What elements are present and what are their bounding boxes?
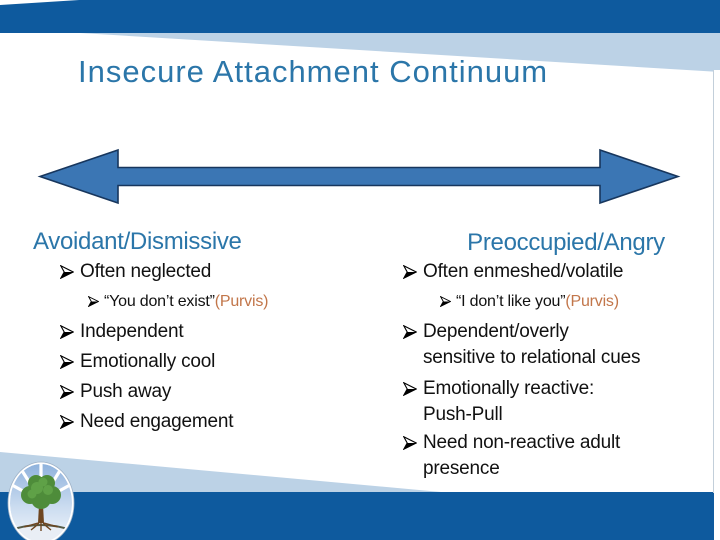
bullet-text: Dependent/overly sensitive to relational… bbox=[423, 321, 641, 368]
slide-title: Insecure Attachment Continuum bbox=[78, 54, 549, 89]
arrowhead-bullet-icon bbox=[60, 265, 74, 279]
bullet-item: Emotionally reactive: Push-Pull bbox=[403, 376, 594, 428]
bullet-item: “You don’t exist” (Purvis) bbox=[88, 292, 268, 312]
bullet-text: Need engagement bbox=[80, 411, 234, 432]
citation-source: (Purvis) bbox=[565, 293, 619, 310]
top-blue-band bbox=[0, 0, 720, 33]
arrowhead-bullet-icon bbox=[403, 436, 417, 450]
left-column-heading: Avoidant/Dismissive bbox=[33, 228, 242, 255]
bullet-item: “I don’t like you” (Purvis) bbox=[440, 292, 619, 312]
arrowhead-bullet-icon bbox=[60, 385, 74, 399]
bullet-item: Often enmeshed/volatile bbox=[403, 259, 624, 285]
bullet-item: Dependent/overly sensitive to relational… bbox=[403, 319, 640, 371]
bullet-item: Need non-reactive adult presence bbox=[403, 430, 620, 482]
citation-source: (Purvis) bbox=[214, 293, 269, 310]
right-column-heading: Preoccupied/Angry bbox=[467, 229, 665, 256]
arrowhead-bullet-icon bbox=[60, 325, 74, 339]
bullet-item: Emotionally cool bbox=[60, 349, 215, 375]
bullet-quote-text: “I don’t like you” bbox=[456, 293, 566, 310]
arrowhead-bullet-icon bbox=[403, 382, 417, 396]
bullet-text: Independent bbox=[80, 321, 184, 342]
bullet-text: Often enmeshed/volatile bbox=[423, 261, 624, 282]
bullet-item: Push away bbox=[60, 379, 171, 405]
arrowhead-bullet-icon bbox=[88, 296, 99, 307]
bullet-item: Independent bbox=[60, 319, 184, 345]
continuum-double-arrow-icon bbox=[34, 147, 684, 205]
tree-logo-icon bbox=[7, 461, 75, 540]
bullet-text: Need non-reactive adult presence bbox=[423, 432, 621, 479]
bullet-text: Emotionally cool bbox=[80, 351, 216, 372]
arrowhead-bullet-icon bbox=[403, 265, 417, 279]
bullet-text: Often neglected bbox=[80, 261, 212, 282]
arrowhead-bullet-icon bbox=[403, 325, 417, 339]
bottom-blue-band bbox=[0, 492, 714, 540]
right-edge-gutter bbox=[713, 70, 720, 493]
bullet-item: Often neglected bbox=[60, 259, 211, 285]
arrowhead-bullet-icon bbox=[60, 355, 74, 369]
bullet-quote-text: “You don’t exist” bbox=[104, 293, 215, 310]
bullet-text: Emotionally reactive: Push-Pull bbox=[423, 378, 595, 425]
bullet-item: Need engagement bbox=[60, 409, 234, 435]
arrowhead-bullet-icon bbox=[60, 415, 74, 429]
bullet-text: Push away bbox=[80, 381, 172, 402]
arrowhead-bullet-icon bbox=[440, 296, 451, 307]
